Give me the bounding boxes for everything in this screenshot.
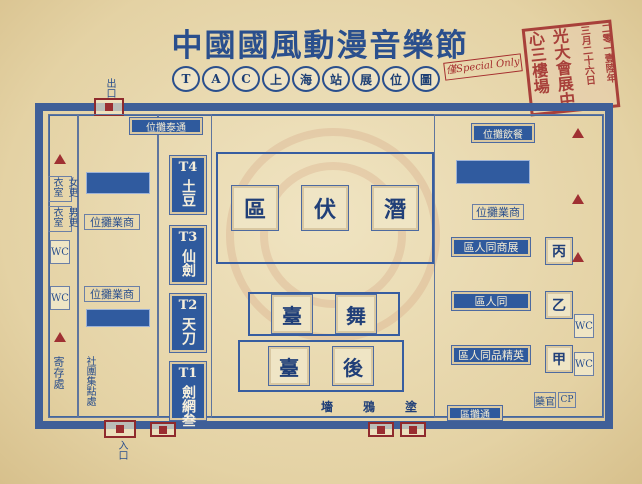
zone-char: 臺: [269, 347, 309, 385]
zone-char: 潛: [372, 186, 418, 230]
left-wall-zone: [48, 114, 78, 418]
right-room-3[interactable]: 區人同品精英: [452, 346, 530, 364]
subtitle-row: T A C 上 海 站 展 位 圖: [172, 66, 440, 92]
dance-stage[interactable]: 臺 舞: [248, 292, 400, 336]
booth-label-right-top[interactable]: 位攤飲餐: [472, 124, 534, 142]
zone-char: 後: [333, 347, 373, 385]
stamp-col-2: 三月二十六日: [577, 24, 595, 86]
bottom-right-booth-label[interactable]: 區攤通: [448, 406, 502, 421]
right-room-1[interactable]: 區人同商展: [452, 238, 530, 256]
tower-name: 土豆: [180, 179, 196, 207]
door-dot: [116, 425, 124, 433]
tower-T3[interactable]: T3 仙劍: [170, 226, 206, 284]
watermark-ring-inner: [260, 162, 406, 308]
door-dot: [159, 425, 167, 434]
tower-id: T2: [178, 298, 198, 313]
tower-T4[interactable]: T4 土豆: [170, 156, 206, 214]
subtitle-char: 位: [382, 66, 410, 92]
subtitle-char: 圖: [412, 66, 440, 92]
tower-T2[interactable]: T2 天刀: [170, 294, 206, 352]
subtitle-char: A: [202, 66, 230, 92]
subtitle-char: 站: [322, 66, 350, 92]
subtitle-char: C: [232, 66, 260, 92]
hall-outer-wall: [35, 103, 613, 429]
graffiti-wall[interactable]: 墻 鴉 塗: [308, 396, 430, 416]
tower-T1[interactable]: T1 劍網叁: [170, 362, 206, 427]
tower-id: T4: [178, 160, 198, 175]
room-jia[interactable]: 甲: [546, 346, 572, 372]
booth-label-top-left[interactable]: 位攤泰通: [130, 118, 202, 134]
room-yi[interactable]: 乙: [546, 292, 572, 318]
door-dot: [105, 103, 113, 111]
tower-name: 天刀: [180, 317, 196, 345]
bottom-door-3[interactable]: [368, 422, 394, 437]
subtitle-char: 展: [352, 66, 380, 92]
zone-char: 舞: [336, 295, 376, 333]
info-point[interactable]: 社團集點處: [84, 356, 95, 406]
watermark-ring: [226, 128, 440, 342]
entrance-arrow-icon: [54, 154, 66, 164]
booth-panel-left-top: [86, 172, 150, 194]
booth-panel-left-mid: [86, 309, 150, 327]
female-room-label: 女更衣室: [51, 177, 77, 197]
bottom-entrance-door[interactable]: [104, 420, 136, 438]
male-room[interactable]: 男更衣室: [48, 206, 77, 232]
zone-char: 鴉: [362, 399, 375, 414]
entrance-arrow-icon: [572, 128, 584, 138]
bottom-door-4[interactable]: [400, 422, 426, 437]
tower-name: 仙劍: [180, 249, 196, 277]
tower-id: T3: [178, 230, 198, 245]
dive-zone[interactable]: 區 伏 潛: [216, 152, 434, 264]
zone-char: 區: [232, 186, 278, 230]
event-date-stamp: 二零一壹陸年 三月二十六日 光大會展中心三樓場: [521, 19, 621, 117]
left-wc-2[interactable]: WC: [50, 286, 70, 310]
zone-char: 塗: [405, 399, 418, 414]
left-wc-1[interactable]: WC: [50, 240, 70, 264]
tower-id: T1: [178, 366, 198, 381]
female-room[interactable]: 女更衣室: [48, 176, 77, 202]
back-stage[interactable]: 臺 後: [238, 340, 404, 392]
subtitle-char: 海: [292, 66, 320, 92]
zone-char: 伏: [302, 186, 348, 230]
page-title: 中國國風動漫音樂節: [171, 28, 469, 64]
exit-label: 出口: [104, 78, 115, 98]
booth-label-left-mid[interactable]: 位攤業商: [84, 214, 140, 230]
bottom-right-small: 藥官: [534, 392, 556, 408]
entrance-arrow-icon: [572, 194, 584, 204]
bottom-right-cp: CP: [558, 392, 576, 408]
top-exit-door[interactable]: [94, 98, 124, 116]
door-dot: [409, 425, 417, 434]
tower-name: 劍網叁: [180, 385, 196, 427]
right-booth-zone: [434, 114, 604, 418]
booth-label-right-mid[interactable]: 位攤業商: [472, 204, 524, 220]
booth-panel-right-top: [456, 160, 530, 184]
bottom-door-2[interactable]: [150, 422, 176, 437]
entrance-arrow-icon: [54, 332, 66, 342]
right-room-2[interactable]: 區人同: [452, 292, 530, 310]
entrance-label: 入口: [116, 440, 127, 460]
storage-room[interactable]: 寄存處: [52, 356, 65, 389]
subtitle-char: T: [172, 66, 200, 92]
left-booth-zone: [78, 114, 158, 418]
subtitle-char: 上: [262, 66, 290, 92]
right-wc-b[interactable]: WC: [574, 352, 594, 376]
door-dot: [377, 425, 385, 434]
entrance-arrow-icon: [572, 252, 584, 262]
booth-label-left-low[interactable]: 位攤業商: [84, 286, 140, 302]
stamp-col-3: 光大會展中心三樓場: [524, 27, 577, 109]
zone-char: 墻: [320, 399, 333, 414]
right-wc-a[interactable]: WC: [574, 314, 594, 338]
room-bing[interactable]: 丙: [546, 238, 572, 264]
zone-char: 臺: [272, 295, 312, 333]
male-room-label: 男更衣室: [51, 207, 77, 227]
